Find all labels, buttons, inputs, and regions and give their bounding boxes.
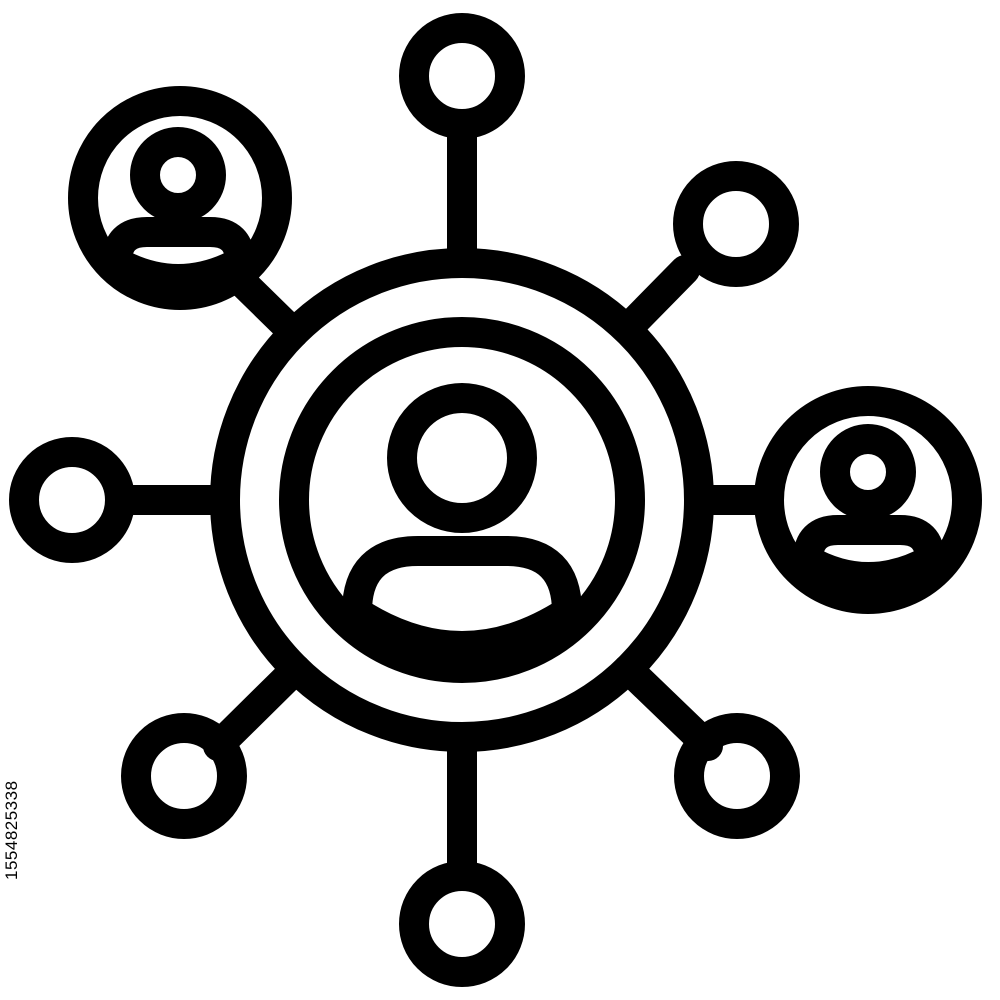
connector-bottom-left [203, 654, 311, 761]
node-bottom-left [121, 713, 247, 839]
node-top [399, 13, 525, 139]
node-bottom [399, 861, 525, 987]
node-top-right [673, 161, 799, 287]
user-node-right [754, 386, 982, 614]
person-icon [342, 383, 582, 661]
person-head [130, 127, 226, 223]
stock-id-label: 1554825338 [2, 780, 21, 880]
person-body [793, 515, 945, 592]
connector-top-right [615, 255, 700, 341]
user-node-top-left [68, 86, 292, 310]
person-head [820, 424, 916, 520]
person-icon [793, 424, 945, 592]
node-left [9, 437, 135, 563]
person-icon [102, 127, 255, 294]
person-body [102, 217, 255, 294]
person-head [387, 383, 537, 533]
person-body [342, 536, 582, 661]
hub-inner-ring [279, 317, 645, 683]
hub-node [210, 248, 714, 752]
node-bottom-right [674, 713, 800, 839]
hub-outer-ring [210, 248, 714, 752]
user-node-ring [754, 386, 982, 614]
user-node-ring [68, 86, 292, 310]
